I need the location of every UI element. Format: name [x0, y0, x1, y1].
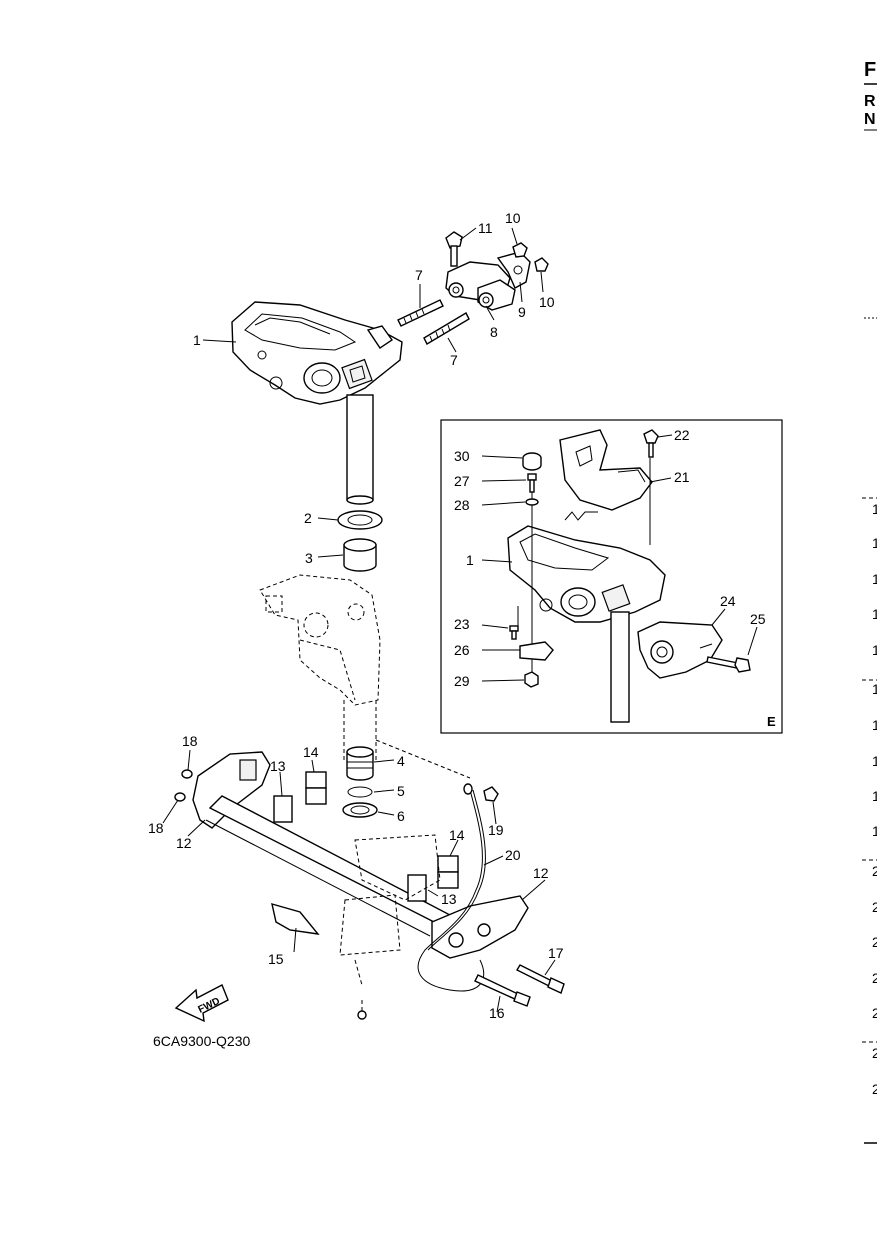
side-index-column: 1 1 1 1 1 1 1 1 1 1 2 2 2 2 2 2 2 — [862, 497, 877, 1097]
side-index: 2 — [872, 863, 877, 879]
callout-label: 13 — [441, 891, 457, 907]
header-letter: F — [864, 59, 876, 81]
side-index: 1 — [872, 535, 877, 551]
callout-label: 10 — [505, 210, 521, 226]
callout-label: 20 — [505, 847, 521, 863]
callout-label: 19 — [488, 822, 504, 838]
callout-label: 9 — [518, 304, 526, 320]
callout-label: 11 — [478, 220, 493, 236]
inset-callout: 23 — [454, 616, 470, 632]
side-index: 1 — [872, 753, 877, 769]
side-index: 2 — [872, 1005, 877, 1021]
steering-shaft — [346, 394, 374, 505]
side-index: 1 — [872, 642, 877, 658]
inset-callout: 29 — [454, 673, 470, 689]
callout-label: 3 — [305, 550, 313, 566]
callout-label: 14 — [303, 744, 319, 760]
side-index: 1 — [872, 571, 877, 587]
inset-label: E — [767, 714, 776, 729]
inset-callout-labels: 30 27 28 1 23 26 29 22 21 24 25 E — [454, 427, 776, 729]
figure-code: 6CA9300-Q230 — [153, 1033, 251, 1049]
header-letter: R — [864, 93, 876, 110]
side-index: 1 — [872, 681, 877, 697]
side-index: 2 — [872, 970, 877, 986]
callout-label: 13 — [270, 758, 286, 774]
steering-bracket — [231, 301, 403, 405]
lower-mount-assembly — [174, 751, 565, 1020]
callout-label: 5 — [397, 783, 405, 799]
page-header-fragment: F R N — [864, 59, 877, 1144]
inset-callout: 28 — [454, 497, 470, 513]
inset-callout: 24 — [720, 593, 736, 609]
inset-callout: 30 — [454, 448, 470, 464]
inset-callout: 27 — [454, 473, 470, 489]
callout-label: 7 — [450, 352, 458, 368]
forward-arrow-icon: FWD — [174, 984, 229, 1023]
callout-label: 8 — [490, 324, 498, 340]
inset-callout: 21 — [674, 469, 690, 485]
callout-label: 16 — [489, 1005, 505, 1021]
callout-label: 17 — [548, 945, 564, 961]
callout-label: 7 — [415, 267, 423, 283]
stud-bolts — [397, 299, 470, 345]
callout-label: 18 — [148, 820, 164, 836]
callout-labels: 1 2 3 4 5 6 7 7 8 9 10 10 11 12 12 13 13… — [148, 210, 564, 1021]
side-index: 1 — [872, 501, 877, 517]
callout-label: 6 — [397, 808, 405, 824]
side-index: 2 — [872, 1081, 877, 1097]
side-index: 1 — [872, 606, 877, 622]
side-index: 1 — [872, 788, 877, 804]
inset-leader-lines — [481, 434, 758, 682]
lower-bushing-set — [342, 746, 378, 818]
callout-label: 1 — [193, 332, 201, 348]
callout-label: 15 — [268, 951, 284, 967]
inset-panel — [440, 419, 783, 734]
side-index: 1 — [872, 823, 877, 839]
bushing-3 — [343, 538, 377, 572]
link-bracket-parts — [445, 231, 549, 311]
callout-label: 10 — [539, 294, 555, 310]
side-index: 2 — [872, 899, 877, 915]
inset-callout: 25 — [750, 611, 766, 627]
inset-callout: 26 — [454, 642, 470, 658]
side-index: 2 — [872, 1045, 877, 1061]
callout-label: 18 — [182, 733, 198, 749]
callout-label: 2 — [304, 510, 312, 526]
callout-label: 14 — [449, 827, 465, 843]
header-letter: N — [864, 111, 876, 128]
swivel-bracket-ghost — [259, 574, 471, 779]
callout-label: 4 — [397, 753, 405, 769]
inset-callout: 22 — [674, 427, 690, 443]
bushing-2 — [337, 510, 383, 530]
callout-label: 12 — [176, 835, 192, 851]
side-index: 1 — [872, 717, 877, 733]
side-index: 2 — [872, 934, 877, 950]
inset-callout: 1 — [466, 552, 474, 568]
callout-label: 12 — [533, 865, 549, 881]
leader-lines — [162, 227, 556, 1013]
